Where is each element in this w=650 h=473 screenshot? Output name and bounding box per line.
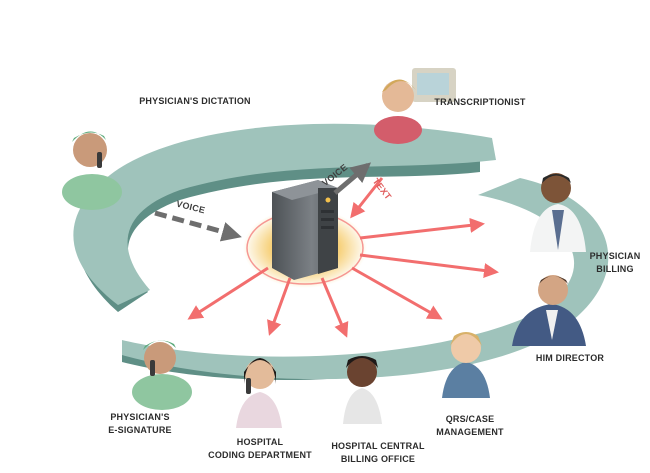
dictation-track <box>73 123 496 306</box>
label-physicians-dictation: Physician's Dictation <box>120 95 270 108</box>
label-physician-billing-line2: Billing <box>596 264 634 274</box>
label-esignature-line2: E-Signature <box>108 425 172 435</box>
label-transcriptionist: Transcriptionist <box>420 96 540 109</box>
label-coding-line2: Coding Department <box>208 450 312 460</box>
arrow-to-qrs <box>351 266 443 320</box>
label-qrs-line2: Management <box>436 427 504 437</box>
esignature-icon <box>132 340 192 410</box>
label-coding-department: Hospital Coding Department <box>195 436 325 462</box>
label-central-billing-line2: Billing Office <box>340 454 416 464</box>
physician-billing-icon <box>530 173 586 252</box>
physician-dictation-icon <box>62 131 122 210</box>
label-physician-billing-line1: Physician <box>589 251 641 261</box>
label-coding-line1: Hospital <box>236 437 284 447</box>
label-physicians-dictation-text: Physician's Dictation <box>139 96 251 106</box>
label-central-billing: Hospital Central Billing Office <box>318 440 438 466</box>
label-qrs-line1: QRS/Case <box>445 414 495 424</box>
coding-department-icon <box>236 358 282 428</box>
label-esignature: Physician's E-Signature <box>95 411 185 437</box>
label-physician-billing: Physician Billing <box>580 250 650 276</box>
label-esignature-line1: Physician's <box>110 412 170 422</box>
label-him-director: HIM Director <box>520 352 620 365</box>
transcriptionist-icon <box>374 68 456 144</box>
server-icon <box>272 180 338 280</box>
arrow-to-coding <box>267 277 292 336</box>
voice-out-arrow <box>333 162 372 195</box>
label-transcriptionist-text: Transcriptionist <box>434 97 526 107</box>
central-billing-icon <box>343 356 382 424</box>
text-arrow <box>350 177 384 219</box>
label-him-director-text: HIM Director <box>535 353 605 363</box>
him-director-icon <box>512 275 586 346</box>
label-qrs-case: QRS/Case Management <box>420 413 520 439</box>
arrow-to-esignature <box>187 266 269 320</box>
label-central-billing-line1: Hospital Central <box>331 441 425 451</box>
arrow-to-central-billing <box>320 277 349 338</box>
qrs-case-icon <box>442 332 490 398</box>
arrow-to-billing-lower <box>359 253 499 278</box>
voice-in-arrow <box>154 210 242 242</box>
arrow-to-physician-billing <box>359 217 485 240</box>
